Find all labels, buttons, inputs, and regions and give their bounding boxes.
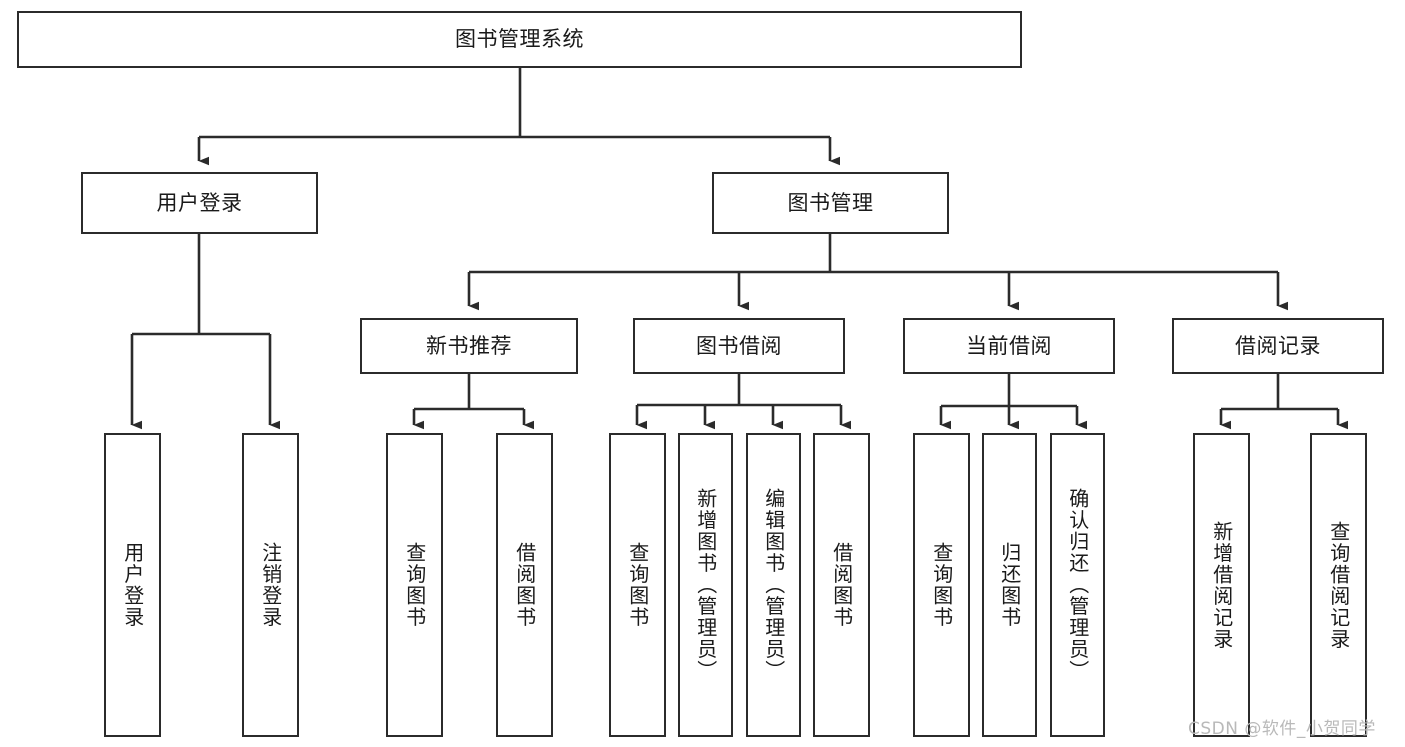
node-label: 借阅图书 bbox=[829, 542, 854, 628]
node-label: 图书借阅 bbox=[696, 333, 782, 358]
node-label: 用户登录 bbox=[120, 542, 145, 628]
leaf-add-borrow-record[interactable]: 新增借阅记录 bbox=[1193, 433, 1250, 737]
leaf-query-book-recommend[interactable]: 查询图书 bbox=[386, 433, 443, 737]
leaf-query-book-borrow[interactable]: 查询图书 bbox=[609, 433, 666, 737]
node-label: 用户登录 bbox=[156, 190, 243, 215]
leaf-borrow-book-recommend[interactable]: 借阅图书 bbox=[496, 433, 553, 737]
node-book-borrow[interactable]: 图书借阅 bbox=[633, 318, 845, 374]
node-label: 查询图书 bbox=[402, 542, 427, 628]
node-book-management[interactable]: 图书管理 bbox=[712, 172, 949, 234]
watermark-text: CSDN @软件_小贺同学 bbox=[1188, 719, 1376, 739]
node-label: 编辑图书（管理员） bbox=[761, 488, 786, 682]
node-new-book-recommend[interactable]: 新书推荐 bbox=[360, 318, 578, 374]
node-current-borrow[interactable]: 当前借阅 bbox=[903, 318, 1115, 374]
node-label: 图书管理 bbox=[787, 190, 874, 215]
node-borrow-record[interactable]: 借阅记录 bbox=[1172, 318, 1384, 374]
node-label: 注销登录 bbox=[258, 542, 283, 628]
leaf-user-login[interactable]: 用户登录 bbox=[104, 433, 161, 737]
node-label: 借阅记录 bbox=[1235, 333, 1321, 358]
node-root-book-management-system[interactable]: 图书管理系统 bbox=[17, 11, 1022, 68]
leaf-edit-book-admin[interactable]: 编辑图书（管理员） bbox=[746, 433, 801, 737]
node-label: 新书推荐 bbox=[426, 333, 512, 358]
leaf-query-borrow-record[interactable]: 查询借阅记录 bbox=[1310, 433, 1367, 737]
node-label: 图书管理系统 bbox=[455, 27, 584, 52]
leaf-logout-login[interactable]: 注销登录 bbox=[242, 433, 299, 737]
node-label: 新增图书（管理员） bbox=[693, 488, 718, 682]
leaf-query-book-current[interactable]: 查询图书 bbox=[913, 433, 970, 737]
leaf-return-book[interactable]: 归还图书 bbox=[982, 433, 1037, 737]
node-label: 查询借阅记录 bbox=[1326, 520, 1351, 650]
node-label: 查询图书 bbox=[625, 542, 650, 628]
leaf-borrow-book-borrow[interactable]: 借阅图书 bbox=[813, 433, 870, 737]
node-label: 新增借阅记录 bbox=[1209, 520, 1234, 650]
node-label: 当前借阅 bbox=[966, 333, 1052, 358]
leaf-confirm-return-admin[interactable]: 确认归还（管理员） bbox=[1050, 433, 1105, 737]
leaf-add-book-admin[interactable]: 新增图书（管理员） bbox=[678, 433, 733, 737]
node-label: 归还图书 bbox=[997, 542, 1022, 628]
node-label: 借阅图书 bbox=[512, 542, 537, 628]
node-label: 查询图书 bbox=[929, 542, 954, 628]
node-user-login[interactable]: 用户登录 bbox=[81, 172, 318, 234]
node-label: 确认归还（管理员） bbox=[1065, 488, 1090, 682]
